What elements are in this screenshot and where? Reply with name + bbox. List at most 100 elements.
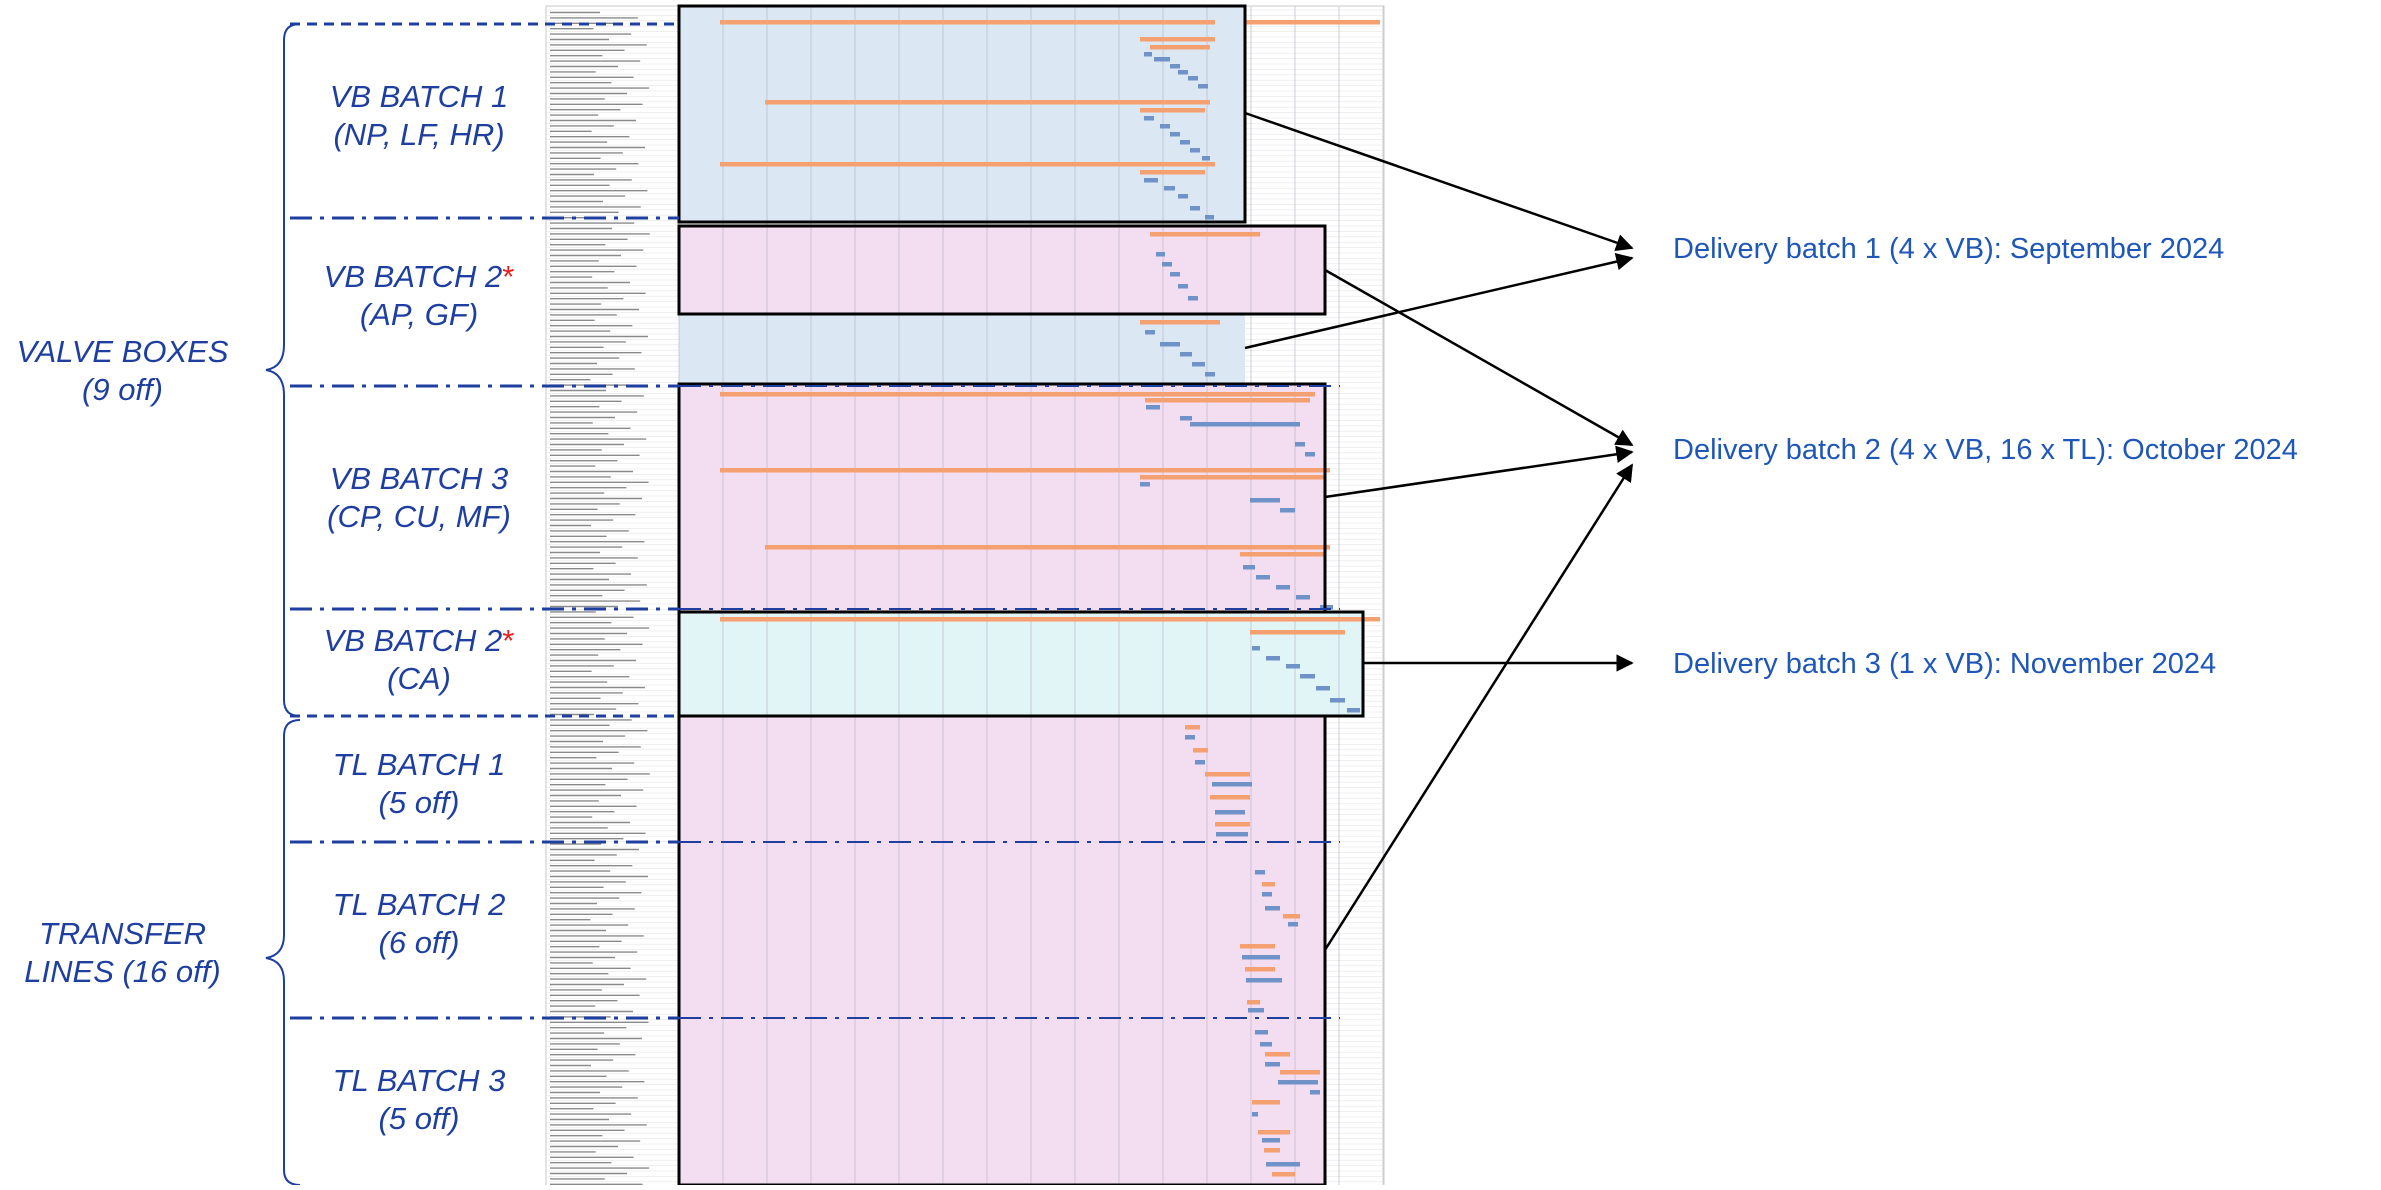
arrow-tl-to-delivery2 (1323, 463, 1634, 951)
gantt-bar (1160, 124, 1170, 129)
group-label-line: (9 off) (82, 372, 163, 407)
gantt-bar (1205, 215, 1214, 220)
gantt-bar (1144, 116, 1154, 121)
vb-batch-2-ca-region (679, 612, 1363, 716)
gantt-bar (1144, 52, 1152, 57)
gantt-bar (1240, 552, 1325, 557)
gantt-bar (1255, 870, 1265, 875)
gantt-bar (1140, 108, 1205, 113)
gantt-bar (1202, 156, 1210, 161)
gantt-bar (720, 20, 1215, 25)
gantt-bar (1170, 272, 1180, 277)
gantt-bar (1272, 1172, 1295, 1177)
arrow-batch2-to-delivery2 (1324, 268, 1634, 447)
gantt-bar (1265, 1062, 1280, 1067)
gantt-bar (1278, 1080, 1318, 1085)
gantt-bar (1215, 810, 1245, 815)
gantt-bar (1195, 760, 1205, 765)
gantt-bar (1260, 1042, 1272, 1047)
gantt-bar (1276, 585, 1290, 590)
batch-label-tl-2: TL BATCH 2 (6 off) (300, 886, 538, 962)
gantt-bar (1305, 452, 1315, 457)
tl-batches-region (679, 716, 1325, 1185)
batch-label-line: TL BATCH 2 (300, 886, 538, 924)
gantt-bar (1242, 955, 1280, 960)
group-label-valve-boxes: VALVE BOXES (9 off) (0, 333, 245, 409)
gantt-bar (765, 100, 1210, 105)
batch-label-line: (CA) (387, 661, 451, 696)
gantt-bar (1252, 646, 1260, 651)
delivery-label-3: Delivery batch 3 (1 x VB): November 2024 (1673, 648, 2217, 680)
group-label-line: LINES (16 off) (24, 954, 221, 989)
gantt-bar (1140, 37, 1215, 42)
batch-label-line: TL BATCH 3 (300, 1062, 538, 1100)
gantt-bar (1215, 822, 1250, 827)
delivery-arrows (1244, 111, 1634, 951)
arrow-batch3-to-delivery2 (1324, 445, 1634, 499)
gantt-bar (1255, 1030, 1268, 1035)
gantt-bar (1256, 575, 1270, 580)
batch-name: VB BATCH 1 (329, 79, 509, 114)
gantt-bar (1150, 232, 1260, 237)
gantt-bar (1144, 178, 1158, 183)
batch-label-vb-3: VB BATCH 3 (CP, CU, MF) (300, 460, 538, 536)
gantt-bar (1180, 416, 1192, 421)
group-label-transfer-lines: TRANSFER LINES (16 off) (0, 915, 245, 991)
gantt-bar (1264, 1148, 1280, 1153)
gantt-bar (1210, 795, 1250, 800)
batch-label-line: (6 off) (378, 925, 460, 960)
gantt-bar (1258, 1130, 1290, 1135)
vb-batch-1-extra-region (679, 314, 1245, 384)
group-label-line: TRANSFER (38, 916, 207, 951)
gantt-bar (1286, 664, 1300, 669)
gantt-bar (1347, 708, 1360, 713)
gantt-bar (1212, 782, 1252, 787)
batch-label-vb-2: VB BATCH 2* (AP, GF) (300, 258, 538, 334)
gantt-bar (1154, 57, 1170, 62)
vb-batch-2-region (679, 226, 1325, 314)
batch-label-tl-1: TL BATCH 1 (5 off) (300, 746, 538, 822)
gantt-bar (1283, 914, 1300, 919)
gantt-bar (1156, 252, 1165, 257)
gantt-bar (1295, 442, 1305, 447)
gantt-task-labels (550, 11, 650, 1186)
gantt-bar (1266, 1162, 1300, 1167)
asterisk: * (502, 259, 515, 294)
gantt-bar (1145, 330, 1155, 335)
gantt-bar (720, 617, 1380, 622)
gantt-bar (1252, 1100, 1280, 1105)
gantt-bar (1265, 1052, 1290, 1057)
gantt-bar (1198, 84, 1208, 89)
gantt-bar (1190, 206, 1200, 211)
gantt-bar (1246, 978, 1282, 983)
delivery-label-2: Delivery batch 2 (4 x VB, 16 x TL): Octo… (1673, 434, 2298, 466)
gantt-bar (1185, 735, 1195, 740)
gantt-bar (1185, 725, 1200, 730)
batch-label-line: VB BATCH 3 (300, 460, 538, 498)
gantt-bar (1245, 967, 1275, 972)
gantt-bar (720, 162, 1215, 167)
gantt-bar (720, 468, 1330, 473)
gantt-bar (1265, 906, 1280, 911)
batch-name: VB BATCH 2 (323, 623, 503, 658)
batch-label-line: VB BATCH 2* (300, 622, 538, 660)
batch-label-line: (CP, CU, MF) (327, 499, 511, 534)
gantt-bar (1245, 20, 1380, 25)
gantt-bar (1300, 674, 1315, 679)
gantt-bar (1180, 140, 1190, 145)
gantt-bar (1192, 362, 1205, 367)
gantt-bar (1164, 186, 1175, 191)
gantt-bar (1140, 320, 1220, 325)
batch-label-line: (5 off) (378, 785, 460, 820)
vb-batch-1-region (679, 6, 1245, 222)
gantt-bar (765, 545, 1330, 550)
batch-name: TL BATCH 3 (332, 1063, 506, 1098)
gantt-bar (1262, 892, 1272, 897)
gantt-bar (1150, 45, 1210, 50)
batch-label-line: (AP, GF) (359, 297, 479, 332)
gantt-bar (1140, 475, 1325, 480)
gantt-bar (1266, 656, 1280, 661)
gantt-bar (1170, 132, 1180, 137)
